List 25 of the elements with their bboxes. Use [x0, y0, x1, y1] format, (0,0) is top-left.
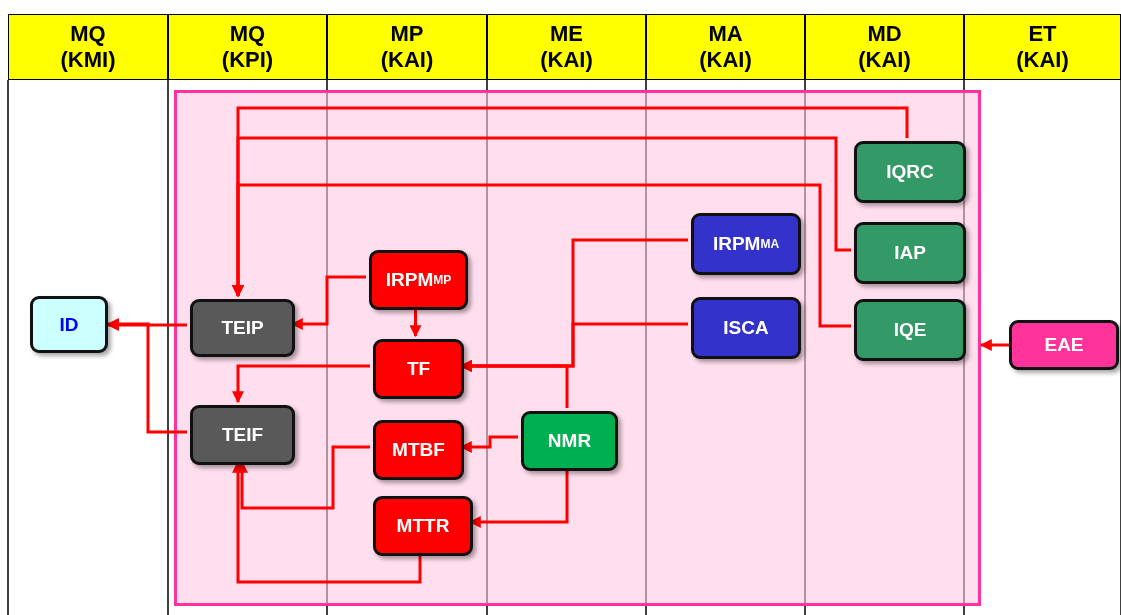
lane-header: MD (KAI) — [805, 14, 964, 80]
process-box: TEIP — [190, 299, 295, 357]
arrow — [106, 318, 187, 434]
process-box: TF — [373, 339, 464, 399]
lane-header: MP (KAI) — [327, 14, 487, 80]
process-box: MTBF — [373, 420, 464, 480]
process-box: NMR — [521, 411, 618, 471]
arrow — [409, 307, 422, 338]
lane-header: ET (KAI) — [964, 14, 1121, 80]
arrow — [232, 183, 851, 328]
process-box: ISCA — [691, 297, 801, 359]
lane-header: ME (KAI) — [487, 14, 646, 80]
arrow — [979, 339, 1009, 351]
process-box: IAP — [854, 222, 966, 284]
group-frame — [174, 90, 981, 606]
lane-header: MQ (KPI) — [168, 14, 327, 80]
lane-header: MA (KAI) — [646, 14, 805, 80]
process-box: IQRC — [854, 141, 966, 203]
arrow — [232, 364, 370, 404]
process-box: IQE — [854, 299, 966, 361]
process-box: ID — [30, 296, 108, 353]
process-box: TEIF — [190, 405, 295, 465]
process-box: EAE — [1009, 320, 1119, 370]
process-box: MTTR — [373, 496, 473, 556]
lane-header: MQ (KMI) — [8, 14, 168, 80]
